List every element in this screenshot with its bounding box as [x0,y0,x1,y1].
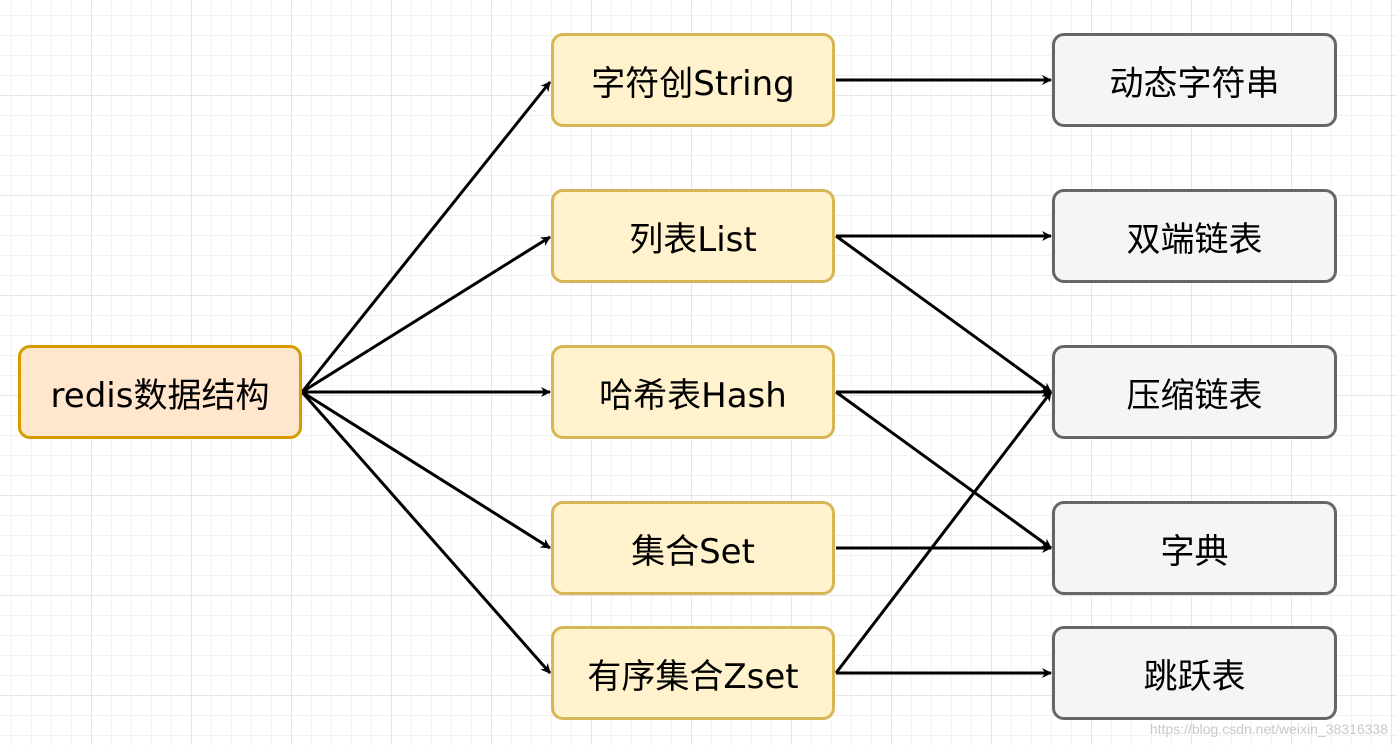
edge-root-to-zset [300,391,552,674]
type-node-list[interactable]: 列表List [551,189,835,283]
type-node-label: 有序集合Zset [587,656,799,697]
type-node-label: 哈希表Hash [599,375,787,416]
impl-node-label: 双端链表 [1126,219,1263,260]
type-node-set[interactable]: 集合Set [551,501,835,595]
type-node-label: 字符创String [591,63,795,104]
watermark-text: https://blog.csdn.net/weixin_38316338 [1149,721,1388,737]
type-node-hash[interactable]: 哈希表Hash [551,345,835,439]
edge-root-to-string [300,81,552,393]
edge-list-to-ziplist [835,234,1052,394]
impl-node-label: 动态字符串 [1109,63,1280,104]
edge-hash-to-dict [835,390,1052,550]
impl-node-skiplist[interactable]: 跳跃表 [1052,626,1337,720]
impl-node-label: 压缩链表 [1126,375,1263,416]
edge-root-to-list [301,235,551,394]
edge-zset-to-ziplist [834,391,1053,674]
type-node-string[interactable]: 字符创String [551,33,835,127]
type-node-zset[interactable]: 有序集合Zset [551,626,835,720]
edge-root-to-set [301,390,551,550]
root-node-label: redis数据结构 [50,375,270,416]
impl-node-label: 字典 [1160,531,1229,572]
impl-node-sds[interactable]: 动态字符串 [1052,33,1337,127]
impl-node-linkedlist[interactable]: 双端链表 [1052,189,1337,283]
root-node[interactable]: redis数据结构 [18,345,302,439]
impl-node-ziplist[interactable]: 压缩链表 [1052,345,1337,439]
type-node-label: 列表List [629,219,757,260]
impl-node-dict[interactable]: 字典 [1052,501,1337,595]
type-node-label: 集合Set [631,531,755,572]
impl-node-label: 跳跃表 [1143,656,1246,697]
